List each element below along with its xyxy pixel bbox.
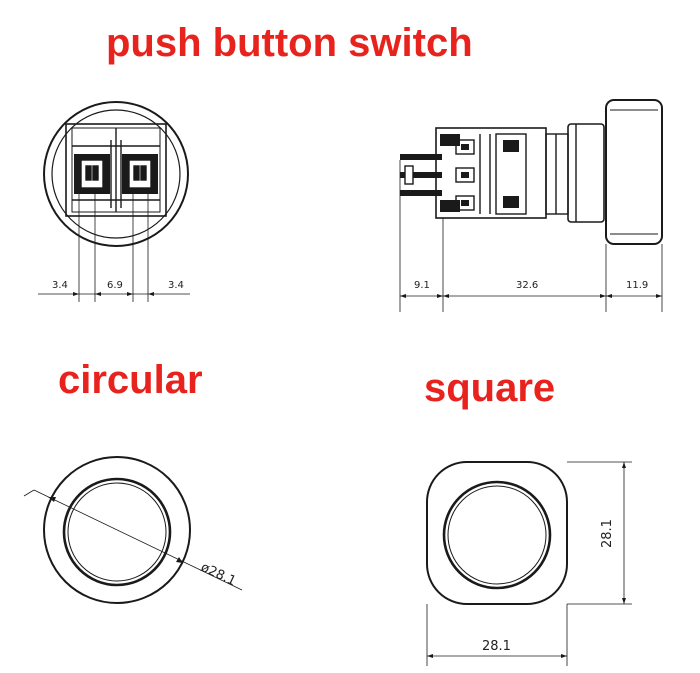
dim-circular-diameter: ø28.1 xyxy=(198,560,238,589)
front-pin-2 xyxy=(92,165,99,181)
dim-square-height: 28.1 xyxy=(600,519,615,548)
front-outer-ring xyxy=(43,101,189,247)
title-circular: circular xyxy=(58,358,203,402)
side-neck xyxy=(545,133,569,215)
circular-inner-ring xyxy=(62,477,172,587)
front-pin-1 xyxy=(85,165,92,181)
dim-front-left: 3.4 xyxy=(52,280,68,291)
dim-front-right: 3.4 xyxy=(168,280,184,291)
side-view xyxy=(399,99,663,312)
front-pin-3 xyxy=(133,165,140,181)
square-outer-frame xyxy=(426,461,568,605)
square-inner-ring xyxy=(442,480,552,590)
circular-button-drawing xyxy=(23,456,243,604)
front-inner-ring xyxy=(51,109,181,239)
dim-side-body: 32.6 xyxy=(516,280,538,291)
dim-side-terminal: 9.1 xyxy=(414,280,430,291)
front-housing xyxy=(65,123,167,217)
square-extension-lines xyxy=(426,461,632,666)
title-push-button-switch: push button switch xyxy=(106,21,473,65)
side-extension-lines xyxy=(399,160,663,312)
side-button-head xyxy=(605,99,663,245)
side-contact-bot xyxy=(455,195,475,211)
side-terminal-bot xyxy=(400,190,442,196)
side-contact-top xyxy=(455,139,475,155)
circular-diameter-line xyxy=(33,489,243,591)
title-square: square xyxy=(424,366,556,410)
side-spring-block xyxy=(495,133,527,215)
side-terminal-mid xyxy=(400,172,442,178)
circular-outer-ring xyxy=(43,456,191,604)
dim-square-width: 28.1 xyxy=(482,639,511,654)
side-flange xyxy=(567,123,605,223)
dim-side-head: 11.9 xyxy=(626,280,648,291)
side-contact-mid xyxy=(455,167,475,183)
front-extension-lines xyxy=(38,190,190,302)
front-view xyxy=(38,101,190,302)
square-button-drawing xyxy=(426,461,632,666)
side-terminal-top xyxy=(400,154,442,160)
front-terminal-left-slot xyxy=(80,159,104,189)
front-pin-4 xyxy=(140,165,147,181)
dim-front-middle: 6.9 xyxy=(107,280,123,291)
front-terminal-right-slot xyxy=(128,159,152,189)
